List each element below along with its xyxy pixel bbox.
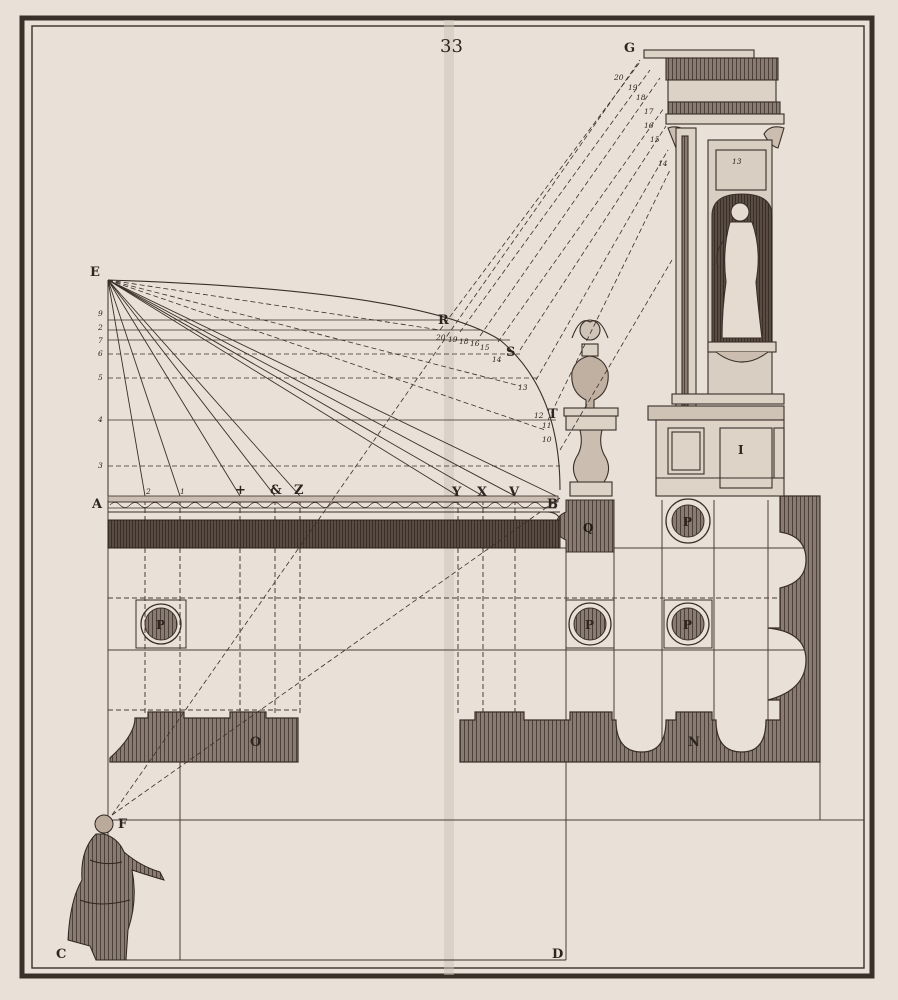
scale-number: 6	[98, 349, 103, 358]
label-one: 1	[180, 487, 185, 496]
wall-o	[109, 711, 299, 763]
label-v: V	[508, 485, 520, 500]
column-letter: P	[585, 618, 594, 632]
label-e: E	[90, 265, 100, 280]
label-o: O	[250, 735, 261, 750]
arc-number: 11	[542, 421, 552, 430]
arc-number: 13	[518, 383, 528, 392]
scale-number: 4	[97, 415, 103, 424]
plan-column-right: P	[663, 599, 713, 649]
top-number: 18	[636, 93, 646, 102]
scale-number: 7	[98, 336, 103, 345]
top-number: 19	[628, 83, 638, 92]
label-f: F	[118, 817, 128, 832]
arc-number: 10	[542, 435, 552, 444]
label-d: D	[552, 947, 563, 962]
scale-number: 9	[98, 309, 103, 318]
label-s: S	[506, 345, 515, 360]
page-number: 33	[440, 36, 463, 57]
construction-lines	[107, 59, 673, 961]
label-r: R	[438, 313, 449, 328]
plan-column-mid: P	[565, 599, 615, 649]
label-t: T	[548, 407, 558, 422]
scale-number: 3	[98, 461, 103, 470]
column-letter: P	[683, 618, 692, 632]
niche-statue	[716, 202, 763, 339]
plan-column-left: P	[135, 599, 187, 649]
label-q: Q	[583, 521, 593, 535]
label-a: A	[91, 497, 103, 512]
top-number: 17	[644, 107, 654, 116]
label-g: G	[624, 41, 635, 56]
labels: E A B C D F G R S T N O Y X V Z & + 1 2 …	[56, 41, 700, 962]
arc-number: 19	[448, 335, 458, 344]
label-z: Z	[294, 483, 304, 498]
doorway-elevation: I 13	[643, 49, 785, 497]
arc-number: 20	[435, 333, 446, 342]
plan-column-top: P	[665, 498, 711, 544]
scale-number: 2	[97, 323, 103, 332]
scale-number: 5	[98, 373, 103, 382]
label-y: Y	[451, 485, 462, 500]
column-letter: P	[683, 515, 692, 529]
top-number: 14	[658, 159, 668, 168]
outer-frame	[19, 15, 875, 979]
label-n: N	[688, 735, 700, 750]
observer-figure	[67, 814, 165, 961]
vase-pedestal	[563, 319, 619, 497]
top-number: 20	[613, 73, 624, 82]
label-c: C	[56, 947, 66, 962]
arc-number: 15	[480, 343, 490, 352]
arc-number: 12	[534, 411, 544, 420]
niche-number: 13	[732, 157, 742, 166]
arc-number: 16	[470, 339, 480, 348]
wall-n	[459, 495, 821, 763]
column-letter: P	[156, 618, 165, 632]
label-two: 2	[145, 487, 151, 496]
top-number: 15	[650, 135, 660, 144]
label-x: X	[477, 485, 488, 500]
label-plus: +	[235, 483, 246, 498]
top-number: 16	[644, 121, 654, 130]
label-i: I	[738, 443, 744, 457]
arc-number: 14	[492, 355, 502, 364]
label-b: B	[547, 497, 558, 512]
label-amp: &	[270, 483, 282, 498]
arc-number: 18	[459, 337, 469, 346]
